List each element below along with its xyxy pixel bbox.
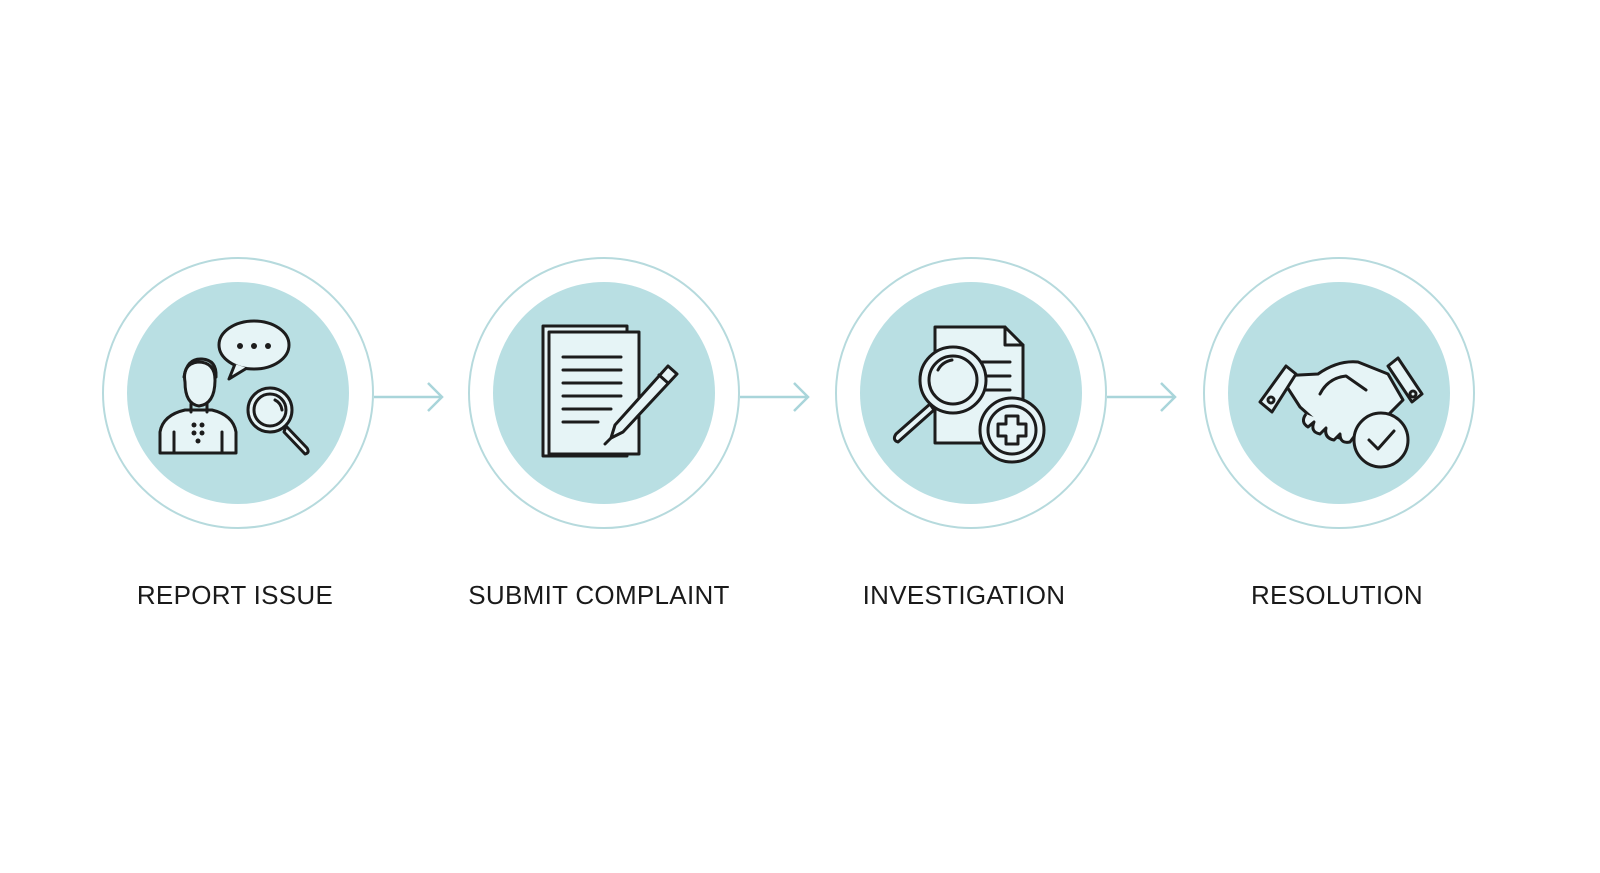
step-label: RESOLUTION: [1250, 580, 1424, 610]
step-label: REPORT ISSUE: [136, 580, 334, 610]
step-disc: [860, 282, 1082, 504]
person-speech-magnifier-icon: [158, 319, 310, 456]
step-disc: [493, 282, 715, 504]
step-resolution: [1203, 257, 1475, 529]
document-pen-icon: [541, 324, 679, 458]
arrow-connector: [374, 380, 446, 414]
step-label: INVESTIGATION: [862, 580, 1066, 610]
arrow-connector: [740, 380, 812, 414]
step-label: SUBMIT COMPLAINT: [468, 580, 730, 610]
step-report-issue: [102, 257, 374, 529]
step-investigation: [835, 257, 1107, 529]
step-disc: [1228, 282, 1450, 504]
handshake-check-icon: [1258, 356, 1424, 469]
step-disc: [127, 282, 349, 504]
step-submit-complaint: [468, 257, 740, 529]
arrow-connector: [1107, 380, 1179, 414]
document-magnifier-plus-icon: [892, 325, 1046, 464]
